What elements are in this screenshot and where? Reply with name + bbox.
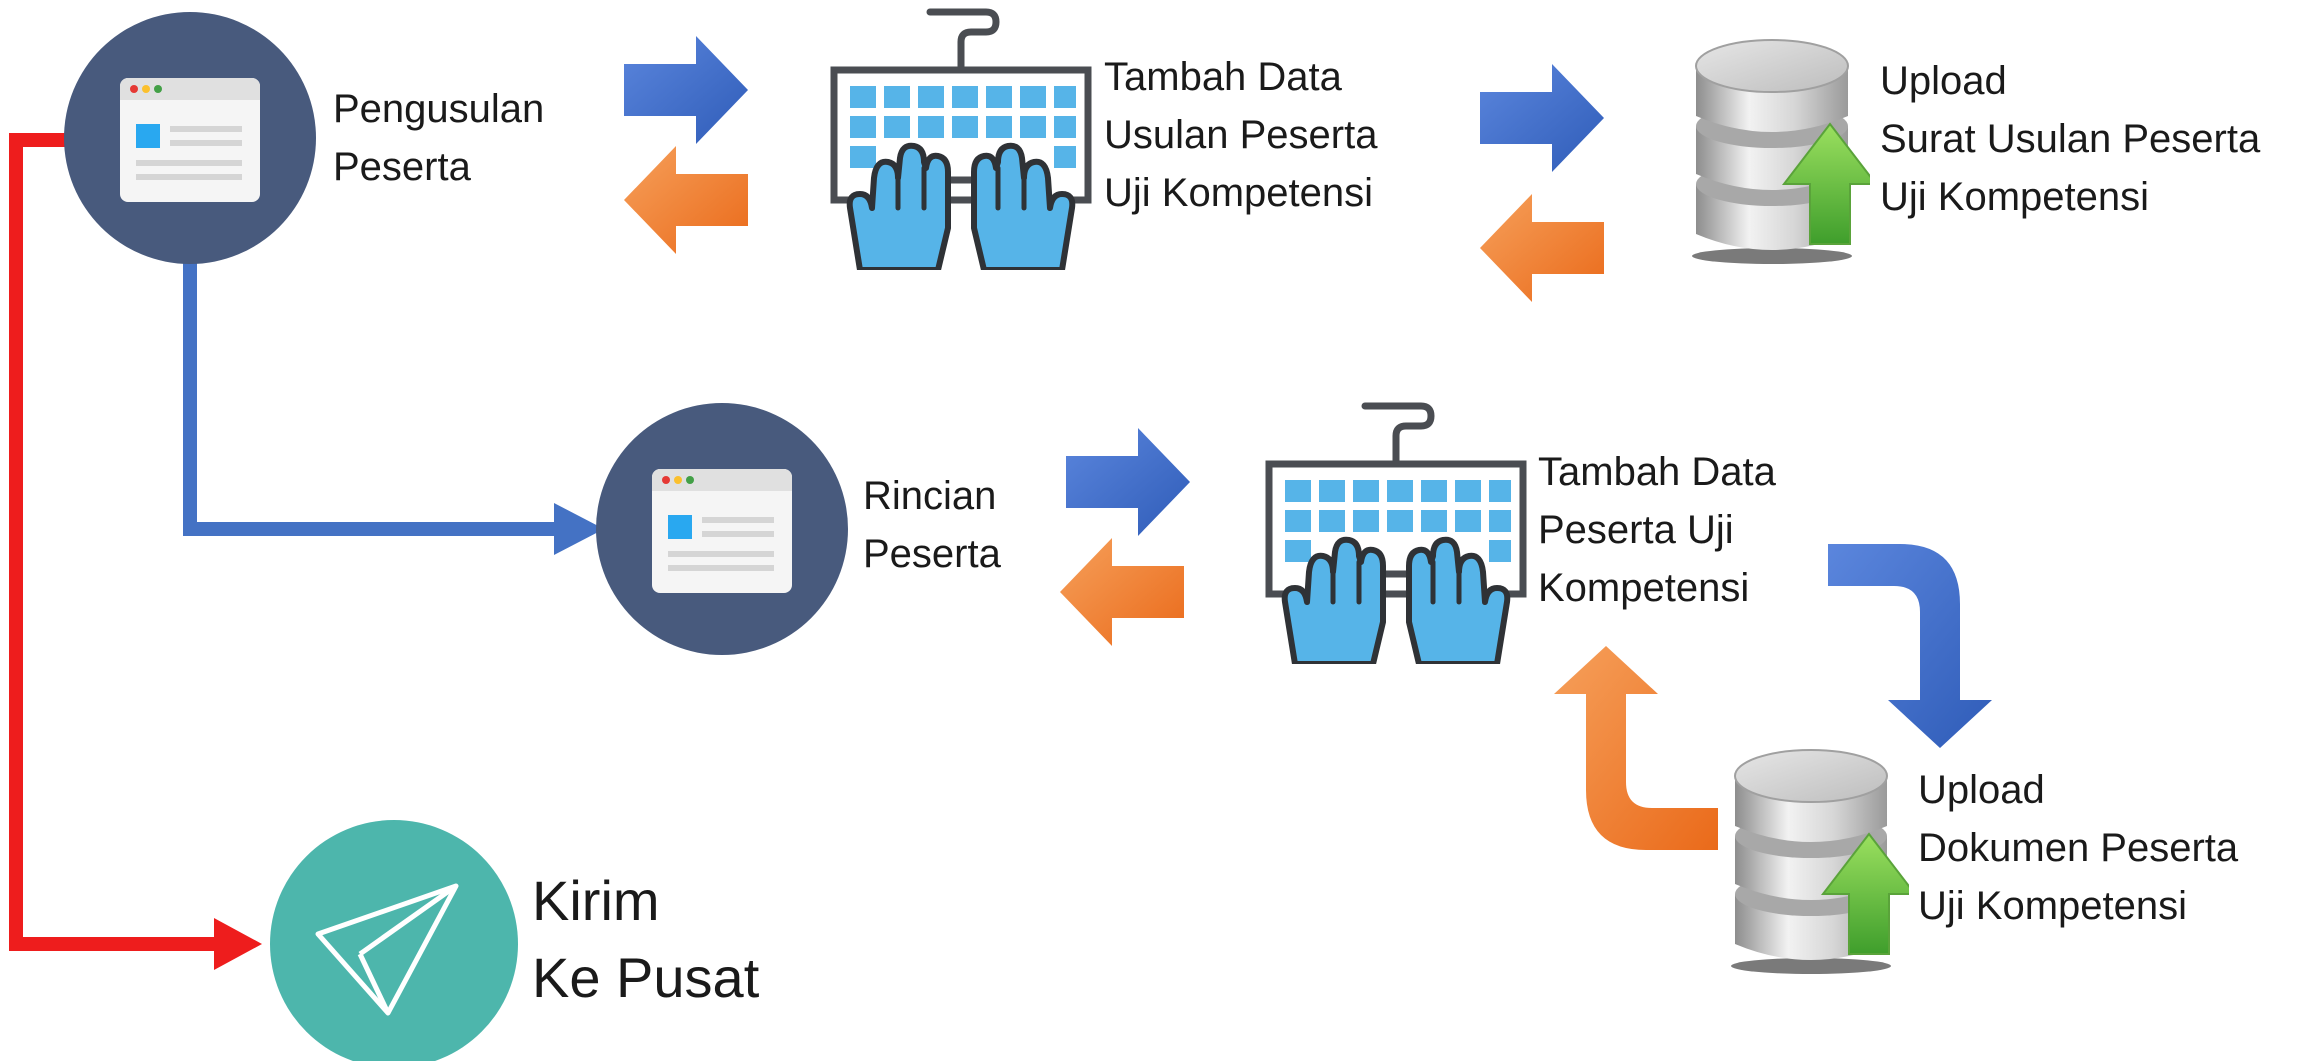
label-kirim-ke-pusat: Kirim Ke Pusat [532, 862, 759, 1016]
label-line: Peserta Uji [1538, 508, 1734, 552]
label-line: Peserta [333, 145, 471, 189]
label-line: Upload [1880, 59, 2007, 103]
label-rincian-peserta: Rincian Peserta [863, 467, 1001, 583]
node-pengusulan-circle [64, 12, 316, 264]
label-line: Uji Kompetensi [1918, 884, 2188, 928]
label-line: Surat Usulan Peserta [1880, 117, 2261, 161]
connector-blue-arrowhead [554, 503, 604, 555]
arrow-bent-down [1828, 544, 1992, 748]
label-upload-surat: Upload Surat Usulan Peserta Uji Kompeten… [1880, 52, 2260, 226]
label-line: Kirim [532, 869, 660, 932]
label-line: Upload [1918, 768, 2045, 812]
paper-plane-icon [315, 883, 459, 1016]
label-line: Uji Kompetensi [1880, 175, 2150, 219]
keyboard-typing-icon [834, 12, 1088, 270]
arrow-right [1480, 64, 1604, 172]
label-line: Usulan Peserta [1104, 113, 1378, 157]
node-rincian-circle [596, 403, 848, 655]
keyboard-typing-icon [1269, 406, 1523, 664]
database-upload-icon [1730, 749, 1909, 974]
connector-blue [183, 240, 560, 536]
label-tambah-data-peserta: Tambah Data Peserta Uji Kompetensi [1538, 443, 1776, 617]
browser-window-icon [120, 78, 260, 202]
label-line: Tambah Data [1104, 55, 1342, 99]
label-line: Pengusulan [333, 87, 545, 131]
database-upload-icon [1691, 39, 1870, 264]
label-line: Rincian [863, 474, 997, 518]
arrow-left [1480, 194, 1604, 302]
label-line: Uji Kompetensi [1104, 171, 1374, 215]
label-line: Kompetensi [1538, 566, 1750, 610]
label-pengusulan-peserta: Pengusulan Peserta [333, 80, 544, 196]
arrow-left [624, 146, 748, 254]
label-line: Ke Pusat [532, 946, 760, 1009]
label-line: Tambah Data [1538, 450, 1776, 494]
browser-window-icon [652, 469, 792, 593]
arrow-bent-up [1554, 646, 1718, 850]
arrow-left [1060, 538, 1184, 646]
arrow-right [1066, 428, 1190, 536]
label-tambah-data-usulan: Tambah Data Usulan Peserta Uji Kompetens… [1104, 48, 1377, 222]
node-kirim-circle [270, 820, 518, 1061]
label-line: Peserta [863, 532, 1001, 576]
label-line: Dokumen Peserta [1918, 826, 2239, 870]
connector-red-arrowhead [214, 918, 262, 970]
label-upload-dokumen: Upload Dokumen Peserta Uji Kompetensi [1918, 761, 2238, 935]
arrow-right [624, 36, 748, 144]
connector-red [9, 133, 218, 951]
